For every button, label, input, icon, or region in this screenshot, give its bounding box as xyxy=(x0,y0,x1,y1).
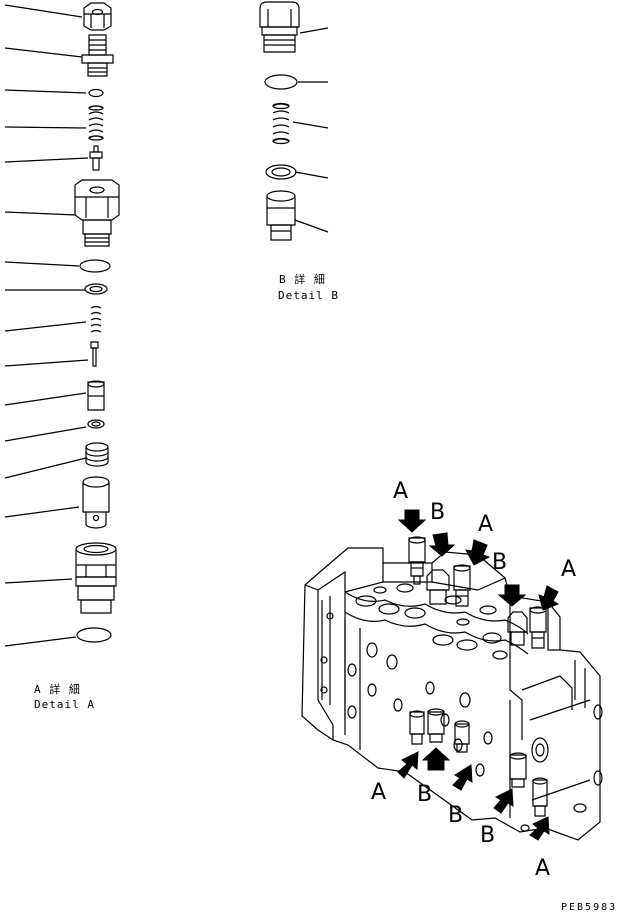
callout-label: A xyxy=(371,780,387,805)
callout-label: A xyxy=(393,479,409,504)
callout-label: A xyxy=(535,856,551,881)
callout-label: A xyxy=(561,557,577,582)
pointer-arrows xyxy=(398,510,558,840)
detail-a-leader-lines xyxy=(5,5,88,646)
callout-label: B xyxy=(417,782,433,807)
callout-label: B xyxy=(480,823,496,848)
top-relief-valve-3 xyxy=(530,607,546,648)
right-check-plug xyxy=(510,753,526,787)
detail-b-caption-en: Detail B xyxy=(278,289,339,302)
detail-b-leader-lines xyxy=(293,28,328,232)
top-relief-valve-2 xyxy=(454,565,470,606)
top-check-plug-2 xyxy=(508,612,527,645)
top-relief-valve-1 xyxy=(409,537,425,584)
control-valve-assembly xyxy=(302,537,602,840)
front-check-plug-1 xyxy=(428,709,444,742)
drawing-code: PEB5983 xyxy=(561,902,618,913)
callout-label: B xyxy=(492,550,508,575)
detail-a-parts xyxy=(75,3,119,642)
right-relief-valve xyxy=(533,778,547,816)
detail-a-caption-en: Detail A xyxy=(34,698,95,711)
front-relief-valve-1 xyxy=(410,711,424,744)
callout-label: B xyxy=(430,500,446,525)
detail-a-caption-jp: A 詳 細 xyxy=(34,683,81,696)
callout-label: B xyxy=(448,803,464,828)
detail-b-caption-jp: B 詳 細 xyxy=(279,273,326,286)
front-check-plug-2 xyxy=(455,721,469,752)
detail-b-parts xyxy=(260,2,299,240)
top-check-plug-1 xyxy=(427,570,449,604)
callout-label: A xyxy=(478,512,494,537)
